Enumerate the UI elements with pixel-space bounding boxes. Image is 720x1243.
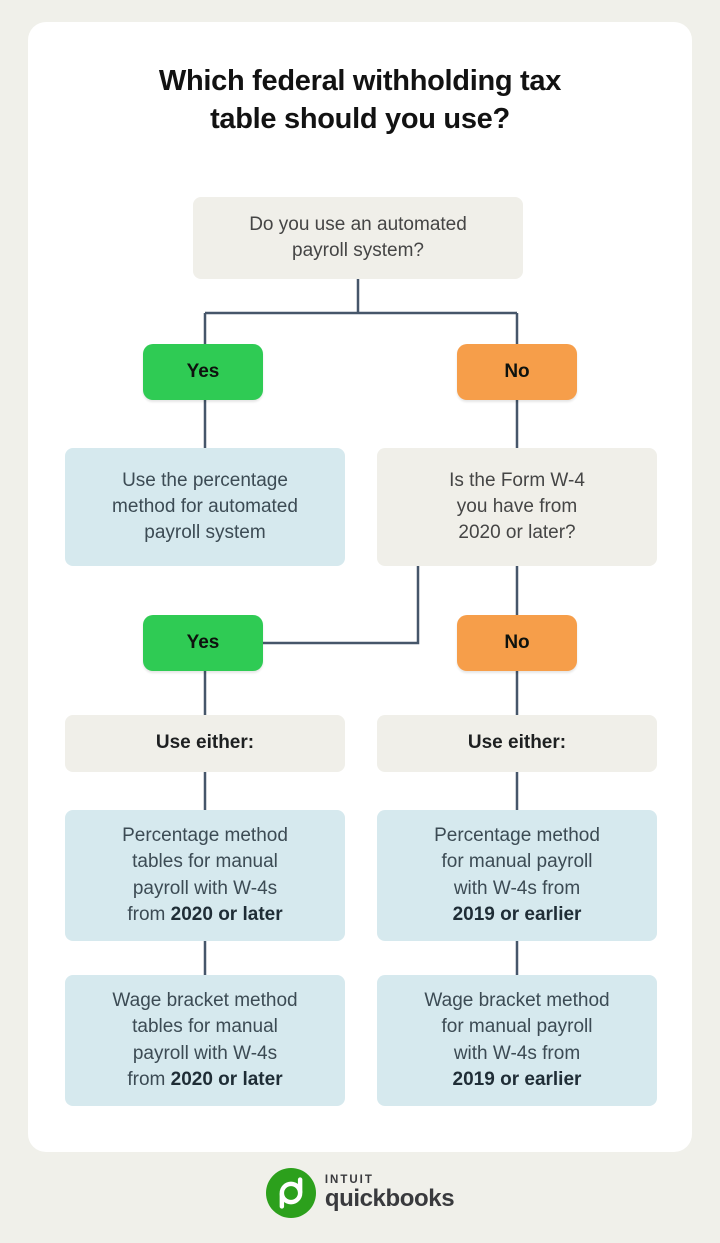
node-wage-bracket-2019: Wage bracket method for manual payroll w… [377,975,657,1106]
quickbooks-logo-icon [265,1168,316,1218]
node-question-w4-year-text: Is the Form W-4 you have from 2020 or la… [449,469,585,544]
node-question-automated-payroll: Do you use an automated payroll system? [193,197,523,279]
no-badge-2-label: No [504,631,530,653]
percentage-2020-text: Percentage method tables for manual payr… [122,825,288,925]
node-question-w4-year: Is the Form W-4 you have from 2020 or la… [377,448,657,566]
node-automated-result: Use the percentage method for automated … [65,448,345,566]
node-percentage-method-2020: Percentage method tables for manual payr… [65,810,345,941]
wage-2019-bold: 2019 or earlier [452,1068,582,1090]
node-wage-bracket-2019-text: Wage bracket method for manual payroll w… [424,988,609,1093]
no-badge-2: No [457,615,577,671]
yes-badge-1-label: Yes [186,360,220,382]
node-percentage-method-2020-text: Percentage method tables for manual payr… [122,823,288,928]
no-badge-1-label: No [504,360,530,382]
wage-2019-text: Wage bracket method for manual payroll w… [424,990,610,1064]
brand-intuit-label: INTUIT [324,1173,374,1186]
node-percentage-method-2019-text: Percentage method for manual payroll wit… [434,823,600,928]
yes-badge-1: Yes [143,344,263,400]
brand-footer: INTUIT quickbooks [0,1168,720,1218]
page-title: Which federal withholding tax table shou… [158,65,562,136]
percentage-2019-bold: 2019 or earlier [452,903,582,925]
node-wage-bracket-2020-text: Wage bracket method tables for manual pa… [112,988,297,1093]
node-use-either-right-text: Use either: [467,732,567,754]
connector-lines [203,279,519,975]
yes-badge-2-label: Yes [186,631,220,653]
percentage-2019-text: Percentage method for manual payroll wit… [434,825,600,899]
percentage-2020-bold: 2020 or later [170,903,283,925]
wage-2020-text: Wage bracket method tables for manual pa… [112,990,298,1090]
no-badge-1: No [457,344,577,400]
brand-quickbooks-label: quickbooks [324,1184,455,1212]
wage-2020-bold: 2020 or later [170,1068,283,1090]
brand-text: INTUIT quickbooks [324,1173,455,1213]
node-wage-bracket-2020: Wage bracket method tables for manual pa… [65,975,345,1106]
node-question-automated-payroll-text: Do you use an automated payroll system? [249,213,467,261]
node-automated-result-text: Use the percentage method for automated … [112,469,298,544]
yes-badge-2: Yes [143,615,263,671]
node-use-either-right: Use either: [377,715,657,772]
node-use-either-left: Use either: [65,715,345,772]
node-percentage-method-2019: Percentage method for manual payroll wit… [377,810,657,941]
node-use-either-left-text: Use either: [155,732,255,754]
